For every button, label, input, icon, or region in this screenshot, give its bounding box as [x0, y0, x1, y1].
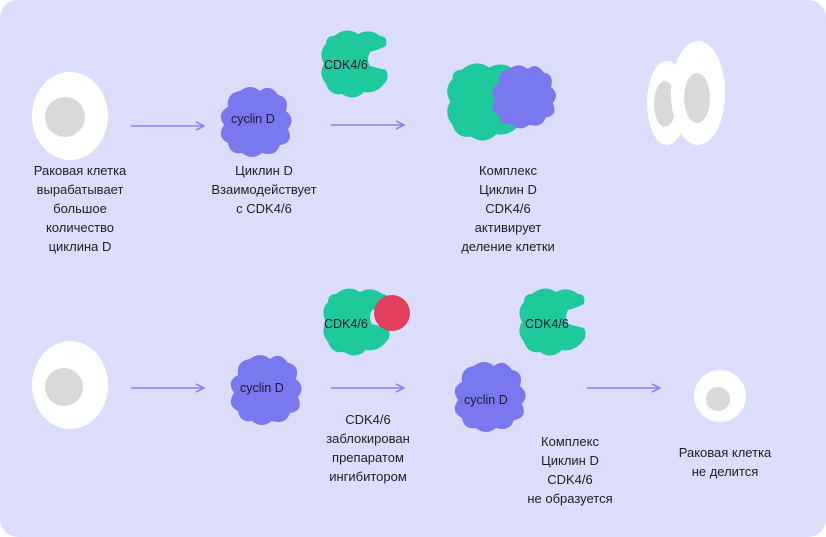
caption-bottom-step3: Раковая клетка не делится [670, 443, 780, 481]
caption-line: Раковая клетка [33, 163, 127, 178]
cyclin-d-label-bottom-2: cyclin D [464, 393, 508, 407]
cdk-label-blocked: CDK4/6 [324, 317, 368, 331]
cyclin-d-label-bottom-1: cyclin D [240, 381, 284, 395]
cdk-label-top: CDK4/6 [324, 58, 368, 72]
inhibitor-drug [374, 295, 410, 331]
caption-top-step1: Раковая клетка вырабатывает большое коли… [25, 161, 135, 256]
caption-line: циклина D [48, 239, 112, 254]
caption-line: CDK4/6 [345, 412, 391, 427]
cyclin-d-label-top: cyclin D [231, 112, 275, 126]
dividing-cells [647, 41, 725, 145]
caption-line: ингибитором [329, 469, 407, 484]
caption-line: Комплекс [541, 434, 599, 449]
caption-top-step3: Комплекс Циклин D CDK4/6 активирует деле… [448, 161, 568, 256]
caption-line: вырабатывает [36, 182, 124, 197]
caption-line: большое [53, 201, 107, 216]
caption-line: CDK4/6 [485, 201, 531, 216]
caption-line: с CDK4/6 [236, 201, 292, 216]
caption-line: Циклин D [541, 453, 599, 468]
caption-line: CDK4/6 [547, 472, 593, 487]
caption-line: не делится [691, 464, 759, 479]
caption-line: препаратом [332, 450, 404, 465]
cancer-cell-bottom [32, 341, 108, 429]
caption-line: количество [45, 220, 115, 235]
caption-line: не образуется [527, 491, 613, 506]
caption-line: заблокирован [326, 431, 410, 446]
cancer-cell-not-dividing [694, 370, 746, 422]
caption-bottom-step2: Комплекс Циклин D CDK4/6 не образуется [515, 432, 625, 508]
caption-top-step2: Циклин D Взаимодействует с CDK4/6 [199, 161, 329, 218]
caption-line: Взаимодействует [211, 182, 317, 197]
caption-line: деление клетки [461, 239, 555, 254]
cancer-cell-top [32, 72, 108, 160]
caption-line: Раковая клетка [678, 445, 772, 460]
caption-line: активирует [474, 220, 542, 235]
cdk-label-free: CDK4/6 [525, 317, 569, 331]
caption-line: Циклин D [479, 182, 537, 197]
caption-line: Комплекс [479, 163, 537, 178]
caption-bottom-step1: CDK4/6 заблокирован препаратом ингибитор… [318, 410, 418, 486]
complex-cyclin-cdk-top [447, 63, 556, 141]
caption-line: Циклин D [235, 163, 293, 178]
